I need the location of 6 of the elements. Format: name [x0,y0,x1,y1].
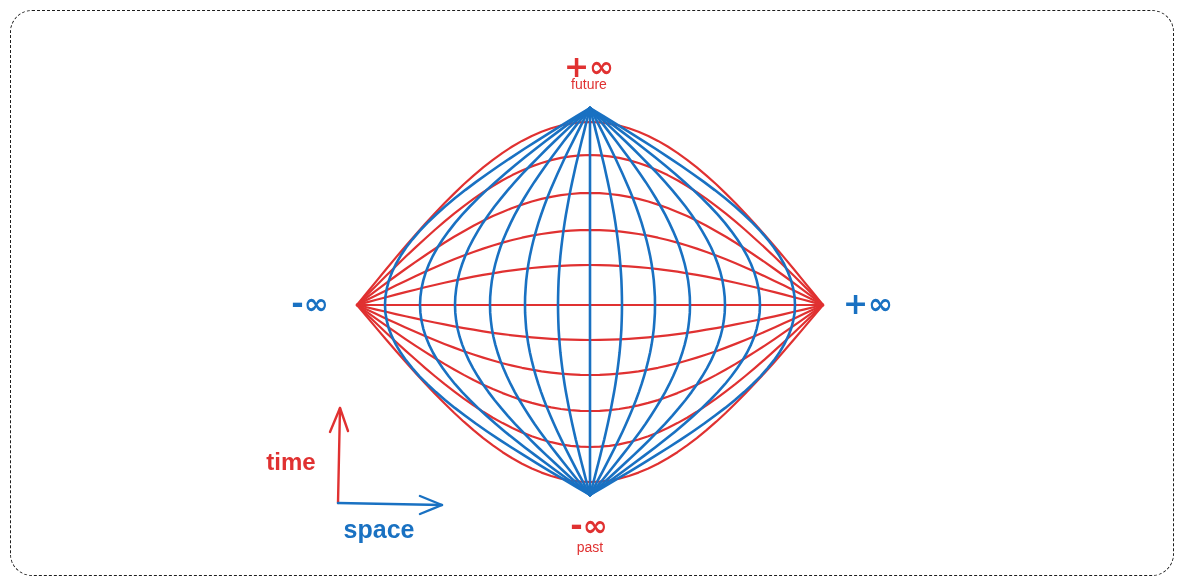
infinity-label: +∞ [842,289,894,319]
axis-label: space [343,516,415,542]
axis-label: time [266,450,316,474]
infinity-label: -∞ [291,289,329,319]
past-label: past [576,540,604,554]
infinity-label: -∞ [570,511,608,541]
